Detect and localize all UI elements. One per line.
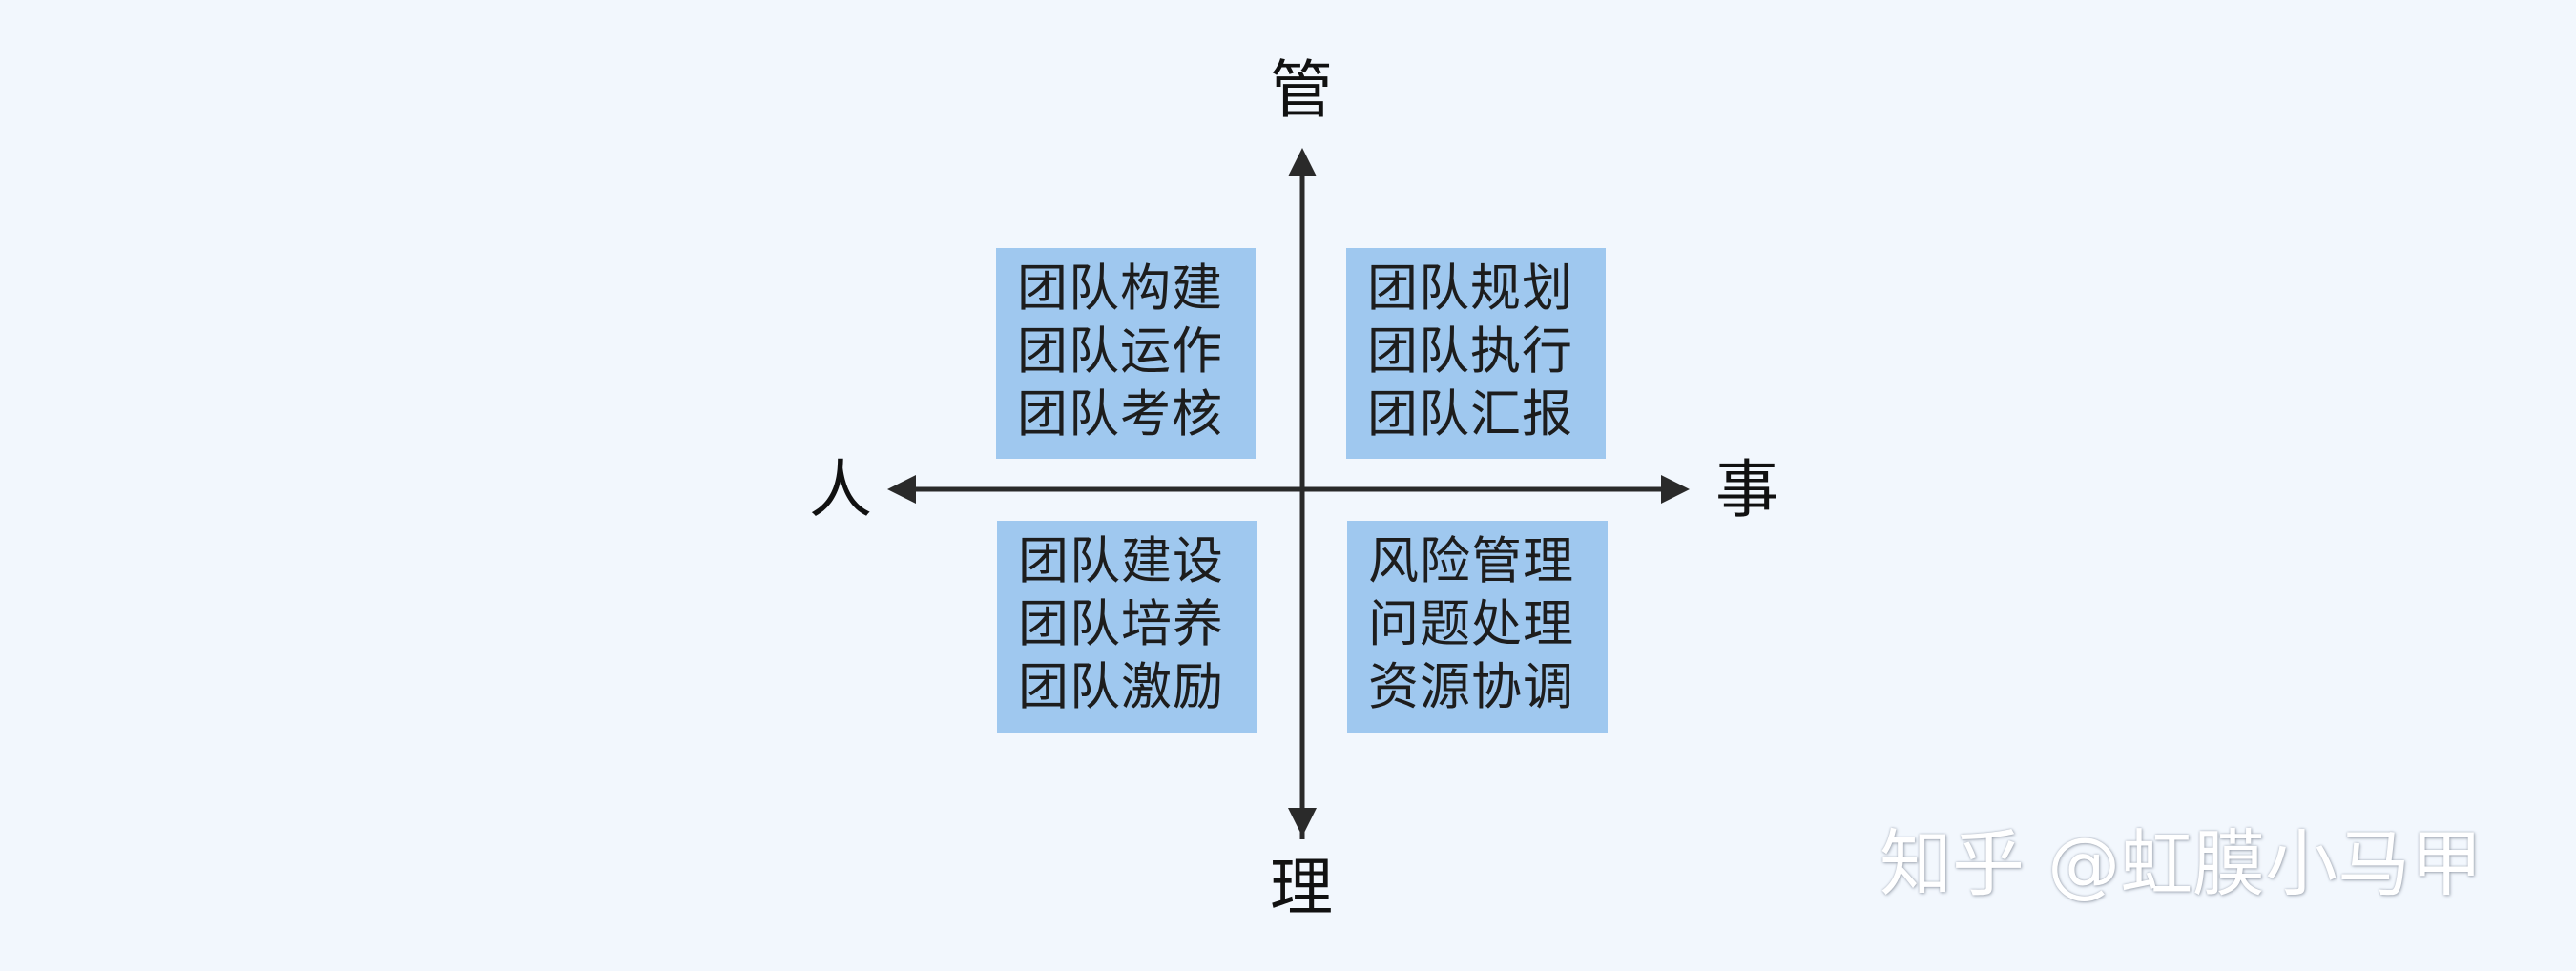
quadrant-top-left-box: 团队构建 团队运作 团队考核 <box>996 248 1256 459</box>
quadrant-item: 团队执行 <box>1367 322 1573 381</box>
quadrant-item: 问题处理 <box>1368 595 1574 653</box>
axis-label-left: 人 <box>809 453 872 527</box>
quadrant-item: 团队考核 <box>1017 385 1223 444</box>
axis-label-right: 事 <box>1715 453 1778 527</box>
axis-label-bottom: 理 <box>1270 851 1333 924</box>
quadrant-item: 团队建设 <box>1018 532 1224 590</box>
quadrant-item: 团队汇报 <box>1367 385 1573 444</box>
quadrant-bottom-left-box: 团队建设 团队培养 团队激励 <box>997 521 1257 733</box>
quadrant-item: 团队规划 <box>1367 259 1573 318</box>
quadrant-item: 团队激励 <box>1018 658 1224 716</box>
quadrant-item: 团队培养 <box>1018 595 1224 653</box>
quadrant-item: 团队构建 <box>1017 259 1223 318</box>
quadrant-top-right-box: 团队规划 团队执行 团队汇报 <box>1346 248 1606 459</box>
axis-label-top: 管 <box>1270 53 1333 127</box>
quadrant-item: 资源协调 <box>1368 658 1574 716</box>
quadrant-item: 风险管理 <box>1368 532 1574 590</box>
watermark: 知乎 @虹膜小马甲 <box>1880 821 2483 906</box>
quadrant-bottom-right-box: 风险管理 问题处理 资源协调 <box>1347 521 1608 733</box>
quadrant-item: 团队运作 <box>1017 322 1223 381</box>
